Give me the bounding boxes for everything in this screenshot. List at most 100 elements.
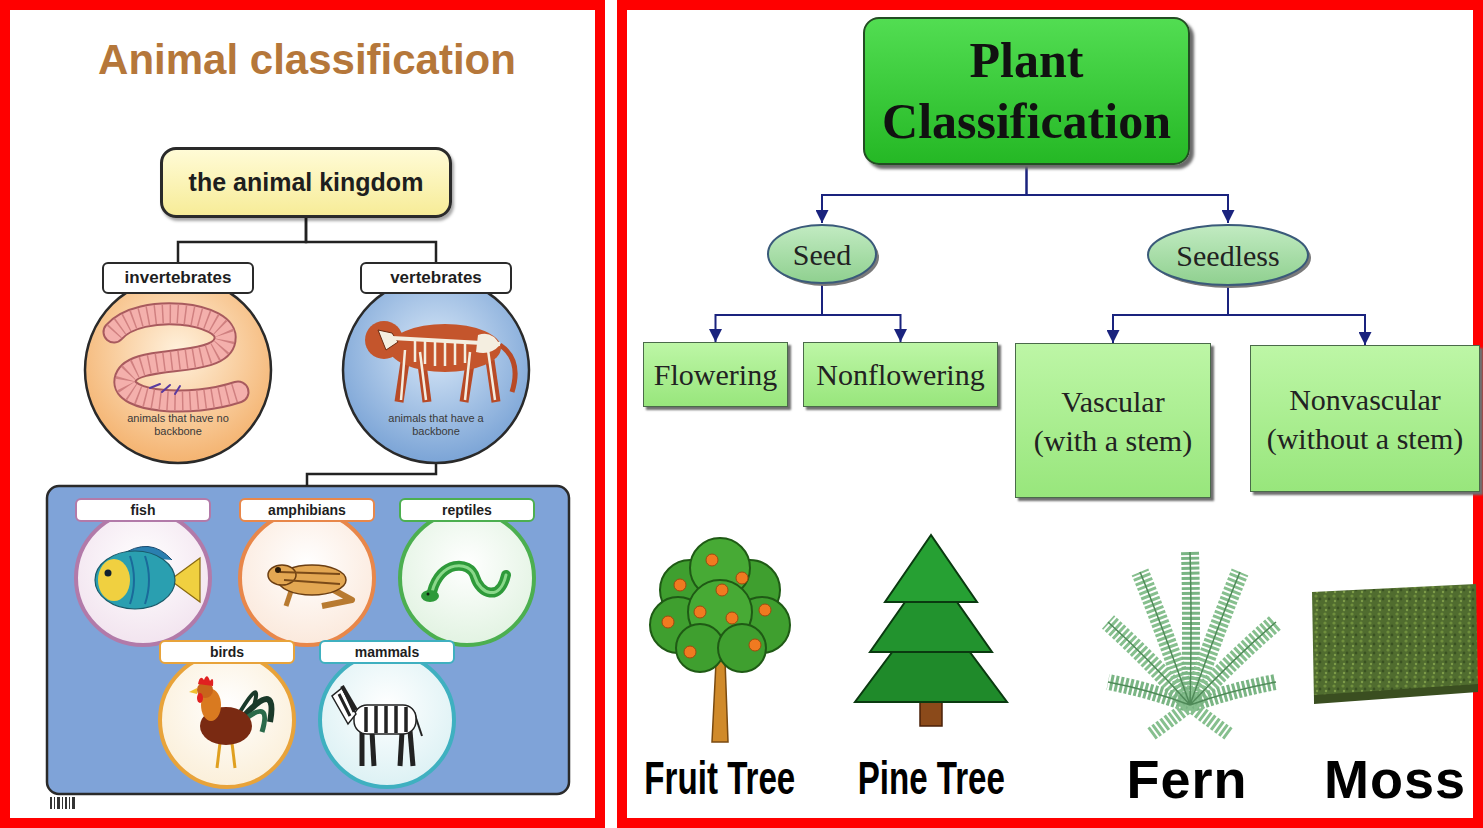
frog <box>280 572 340 584</box>
lion-skeleton <box>500 345 515 392</box>
picture-caption: Moss <box>1324 752 1466 806</box>
fish <box>120 546 172 560</box>
fish <box>170 558 200 602</box>
vertebrate-panel <box>307 463 436 486</box>
lion-skeleton <box>392 338 500 344</box>
panel-frame <box>5 5 600 823</box>
lion-skeleton <box>490 360 496 402</box>
fern <box>1190 682 1276 705</box>
zebra <box>342 686 356 710</box>
box-label: Flowering <box>654 355 777 394</box>
panel-frame <box>622 5 1478 823</box>
rooster <box>245 699 272 722</box>
barcode <box>69 797 70 809</box>
fern <box>1108 622 1190 705</box>
connector-line <box>1027 165 1229 223</box>
connector-line <box>306 218 436 262</box>
fruit-tree <box>716 584 728 596</box>
lion-skeleton <box>401 350 495 400</box>
zebra <box>366 706 406 733</box>
connector-line <box>1113 287 1228 343</box>
rooster <box>189 688 197 694</box>
box-label: Plant Classification <box>877 30 1176 152</box>
fruit-tree <box>736 572 748 584</box>
zebra <box>332 688 356 724</box>
worm <box>114 314 238 401</box>
class-circle: birds <box>156 640 298 792</box>
group-tab: invertebrates <box>102 262 254 294</box>
fern <box>1108 552 1276 705</box>
moss <box>1312 584 1478 704</box>
circle-outline <box>160 653 294 787</box>
frog <box>275 567 281 573</box>
zebra <box>414 712 422 736</box>
box-label: Nonflowering <box>816 355 984 394</box>
picture-caption: Pine Tree <box>857 755 1004 801</box>
fern <box>1108 552 1276 735</box>
rooster <box>244 711 265 732</box>
fish <box>95 546 200 609</box>
zebra <box>332 686 422 766</box>
rooster <box>217 743 220 768</box>
lion-skeleton <box>389 324 501 372</box>
fruit-tree <box>674 579 686 591</box>
frog <box>268 565 296 585</box>
snake <box>427 593 430 596</box>
zebra <box>354 705 416 734</box>
rooster <box>189 676 272 768</box>
fruit-tree <box>684 646 696 658</box>
type-box: Vascular (with a stem) <box>1015 343 1211 498</box>
type-box: Nonvascular (without a stem) <box>1250 345 1480 492</box>
category-ellipse: Seed <box>766 223 878 285</box>
picture-caption-wrap: Moss <box>1295 752 1483 806</box>
zebra <box>410 731 413 766</box>
barcode <box>50 797 75 809</box>
fish <box>130 556 149 604</box>
ellipse-outline <box>1148 225 1308 285</box>
circle-outline <box>240 511 374 645</box>
fruit-tree <box>759 604 771 616</box>
picture-caption: Fruit Tree <box>645 755 796 801</box>
rooster <box>198 676 213 686</box>
group-tab: birds <box>159 640 295 664</box>
circle-outline <box>85 277 271 463</box>
class-circle: mammals <box>316 640 458 792</box>
group-tab: reptiles <box>399 498 535 522</box>
frog <box>322 588 352 606</box>
category-ellipse: Seedless <box>1146 223 1310 287</box>
barcode <box>72 797 75 809</box>
circle-outline <box>320 653 454 787</box>
class-circle: reptiles <box>396 498 538 650</box>
circle-outline <box>400 511 534 645</box>
picture-caption-wrap: Pine Tree <box>801 755 1061 801</box>
rooster <box>232 743 235 768</box>
fruit-tree <box>726 612 738 624</box>
rooster <box>197 682 213 698</box>
fruit-tree <box>749 639 761 651</box>
vertebrate-panel <box>47 463 569 794</box>
class-circle: amphibians <box>236 498 378 650</box>
box-label: Seed <box>793 235 851 274</box>
rooster <box>197 693 203 703</box>
snake <box>432 566 506 593</box>
title-box: Plant Classification <box>863 17 1190 165</box>
barcode <box>65 797 67 809</box>
group-circle: invertebratesanimals that have no backbo… <box>80 262 276 464</box>
rooster <box>201 689 221 721</box>
circle-outline <box>76 511 210 645</box>
fruit-tree <box>718 624 766 672</box>
fern <box>1108 682 1190 705</box>
lion-skeleton <box>464 364 470 402</box>
picture-caption-wrap: Fern <box>1087 752 1287 806</box>
fruit-tree <box>662 616 674 628</box>
connector-line <box>1228 287 1365 345</box>
box-label: the animal kingdom <box>189 168 424 197</box>
connector-line <box>822 165 1027 223</box>
worm <box>114 314 238 401</box>
group-tab: mammals <box>319 640 455 664</box>
fern <box>1190 705 1230 735</box>
worm <box>114 314 238 401</box>
box-label: Seedless <box>1176 236 1279 275</box>
